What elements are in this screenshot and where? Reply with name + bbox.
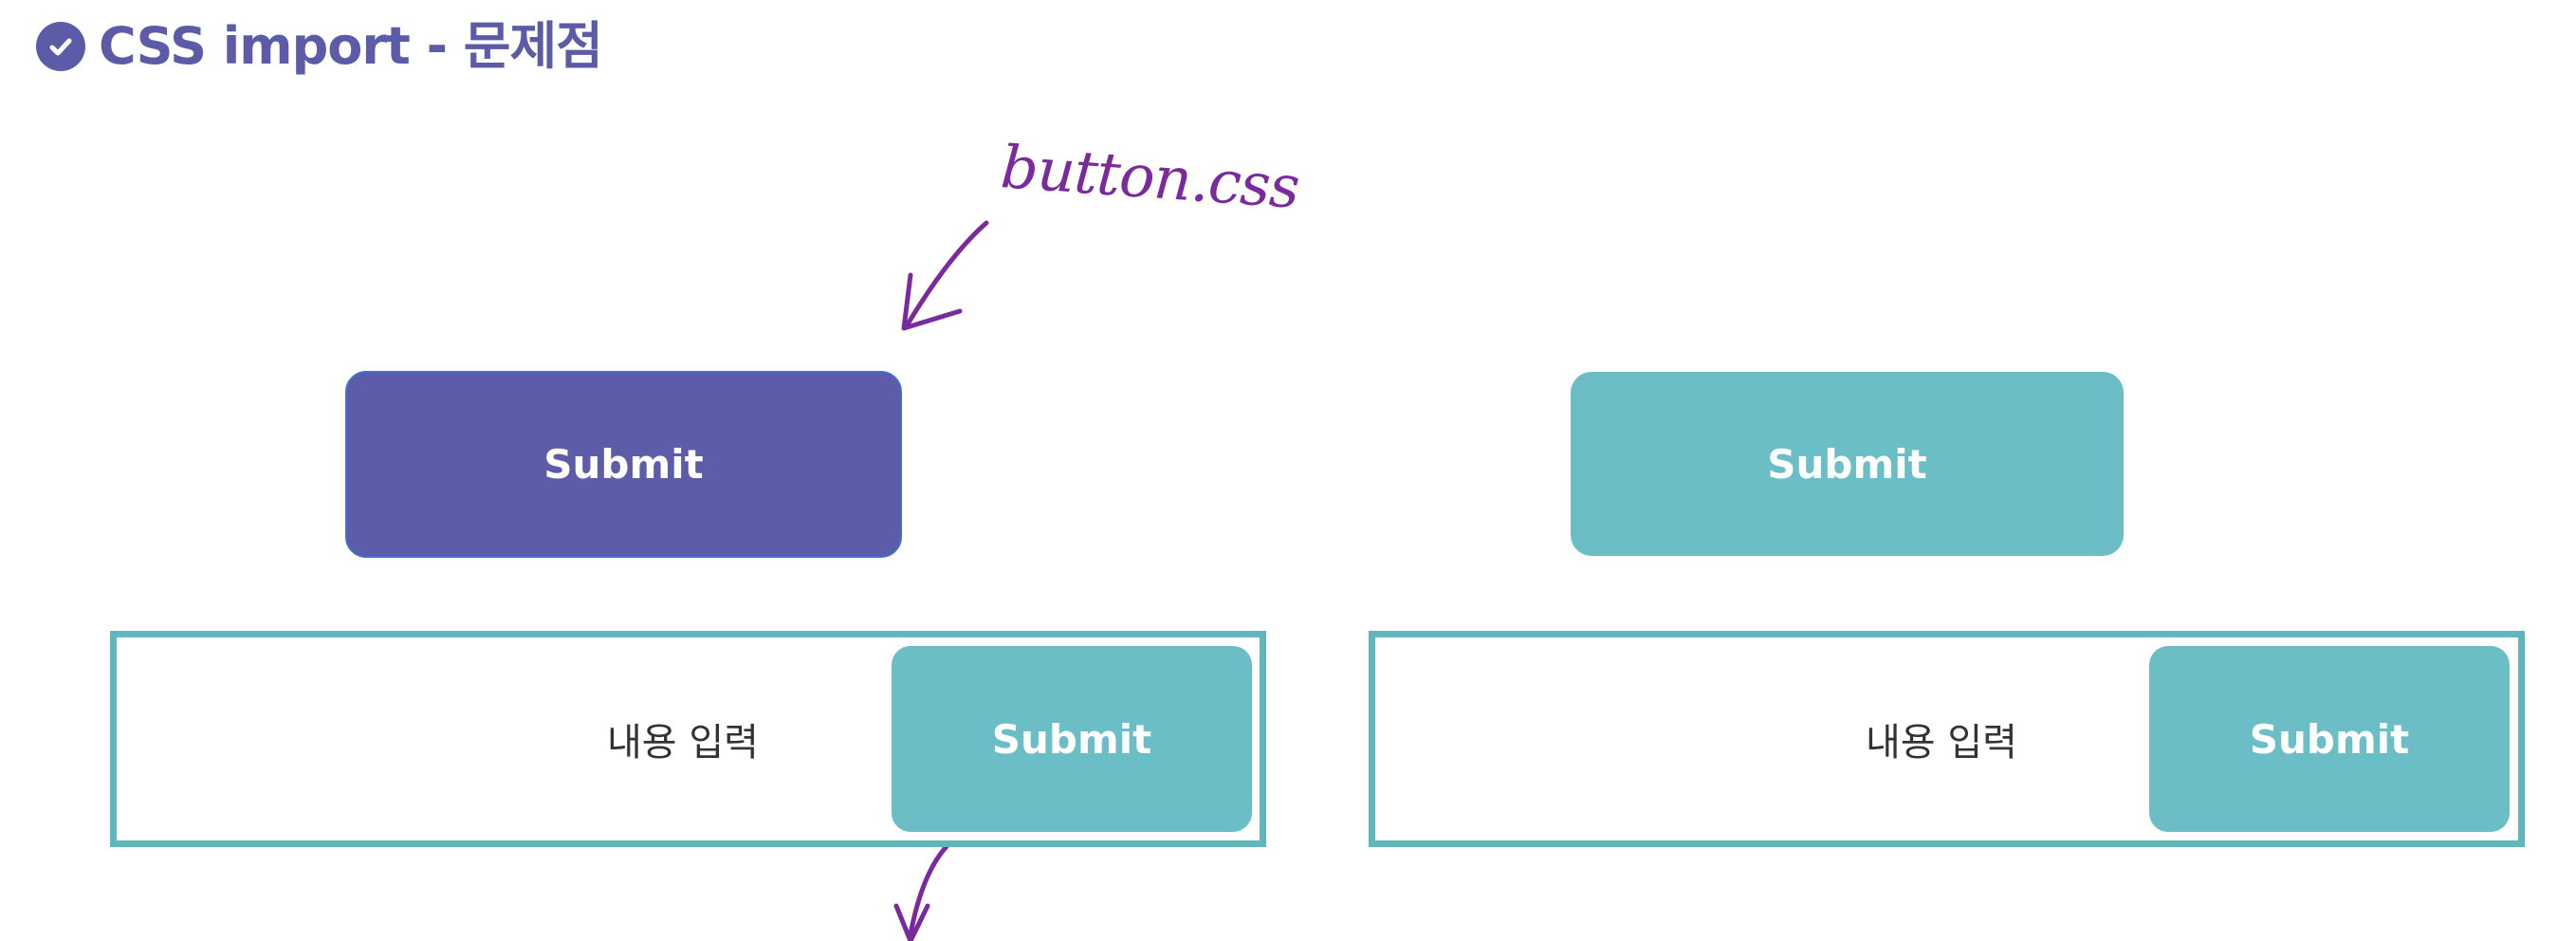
right-input-submit-label: Submit (2249, 715, 2410, 763)
check-circle-icon (36, 22, 85, 71)
left-submit-button[interactable]: Submit (345, 371, 902, 558)
right-input-submit-button[interactable]: Submit (2149, 646, 2510, 832)
left-input-submit-label: Submit (991, 715, 1152, 763)
right-submit-button-label: Submit (1767, 440, 1927, 488)
page-title: CSS import - 문제점 (36, 13, 603, 80)
title-text: CSS import - 문제점 (99, 16, 603, 76)
arrow-to-button-icon (901, 220, 989, 331)
left-input-submit-button[interactable]: Submit (892, 646, 1252, 832)
right-input-placeholder[interactable]: 내용 입력 (1866, 721, 2017, 765)
right-submit-button[interactable]: Submit (1571, 372, 2124, 556)
annotation-label: button.css (998, 132, 1301, 222)
left-input-placeholder[interactable]: 내용 입력 (607, 721, 759, 765)
left-submit-button-label: Submit (543, 441, 704, 488)
arrow-from-input-button-icon (893, 832, 963, 941)
